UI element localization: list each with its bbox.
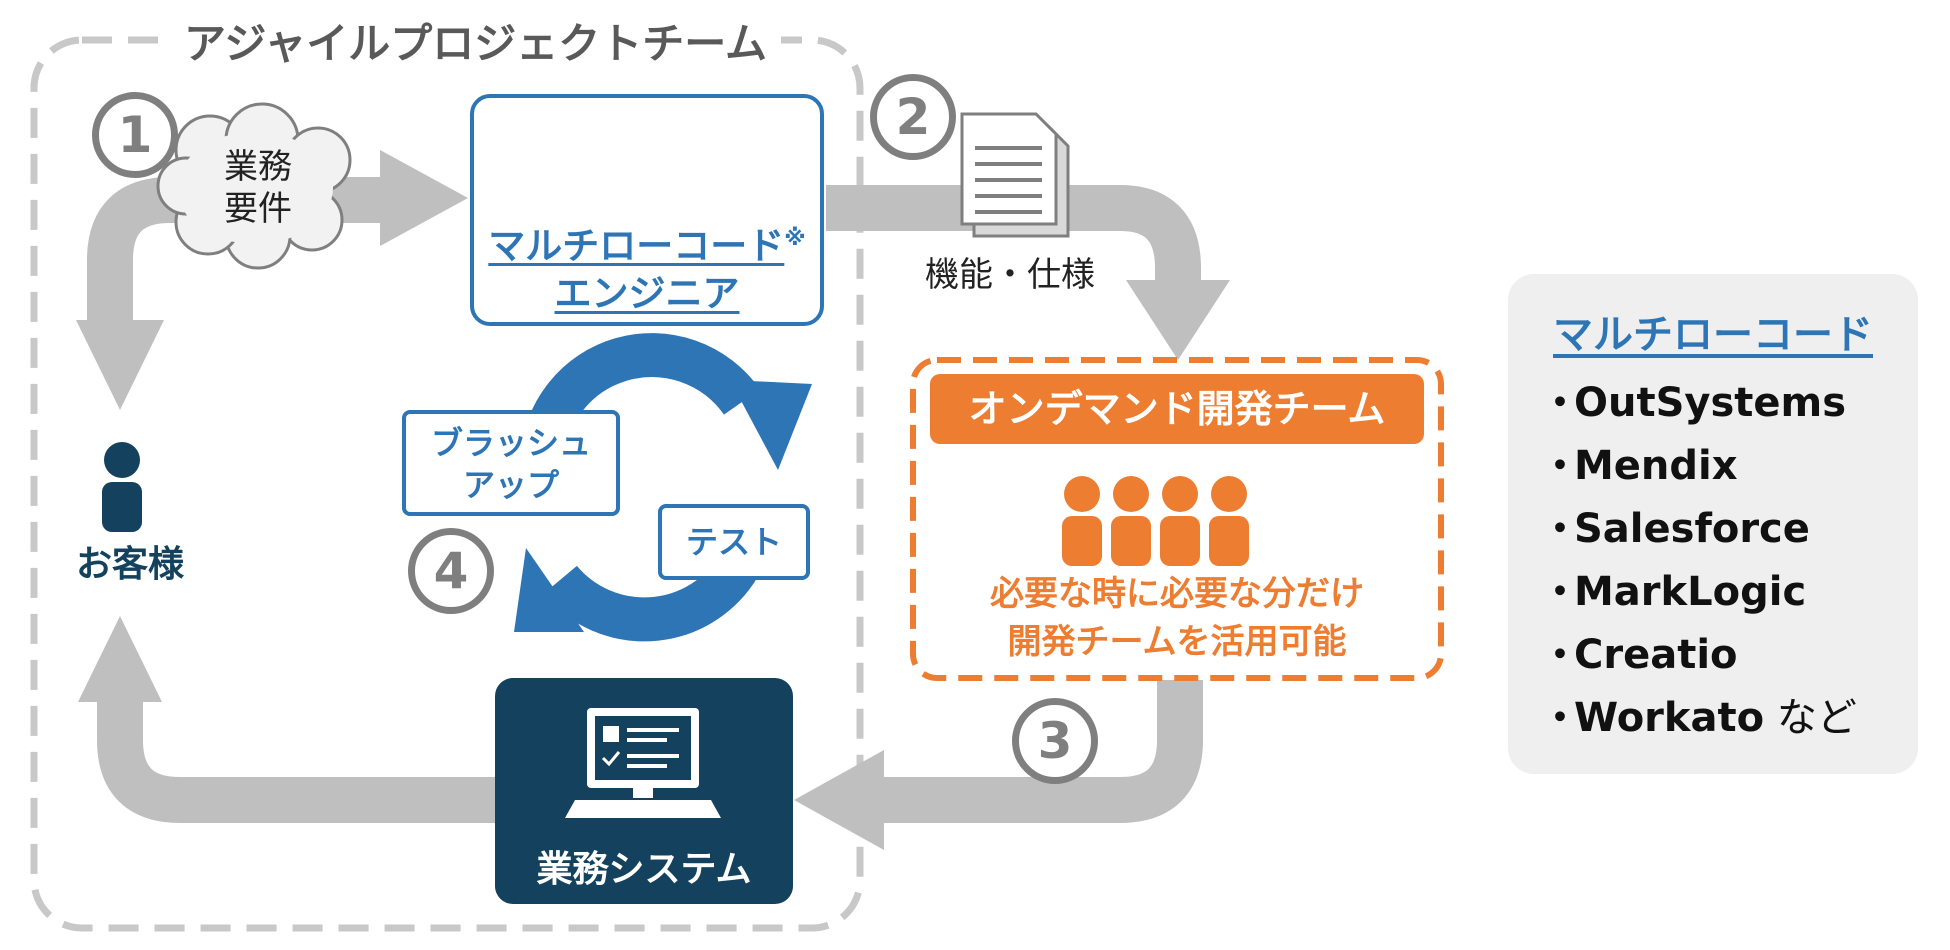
test-box: テスト (658, 504, 810, 580)
engineer-footnote-mark: ※ (784, 226, 806, 251)
engineer-line2: エンジニア (554, 272, 740, 316)
arrowhead-to-ondemand (1126, 280, 1230, 360)
step-3-badge: 3 (1012, 698, 1098, 784)
document-icon (960, 112, 1070, 238)
platform-name: Mendix (1574, 443, 1738, 489)
arrowhead-to-engineer (380, 150, 468, 246)
business-system-box (495, 678, 793, 904)
brushup-box: ブラッシュ アップ (402, 410, 620, 516)
brushup-line1: ブラッシュ (430, 424, 591, 462)
engineer-label: マルチローコード※ エンジニア (470, 215, 824, 318)
cycle-arrowhead-bottom (514, 548, 584, 632)
business-system-label: 業務システム (536, 849, 752, 890)
arrow-engineer-to-ondemand (826, 185, 1201, 290)
platform-item: ・OutSystems (1540, 372, 1857, 435)
platform-name: OutSystems (1574, 380, 1847, 426)
ondemand-title: オンデマンド開発チーム (930, 374, 1424, 444)
arrowhead-to-system (794, 750, 884, 850)
brushup-line2: アップ (462, 466, 559, 504)
arrowhead-to-customer (76, 320, 164, 410)
engineer-line1: マルチローコード (488, 224, 785, 268)
ondemand-desc-line2: 開発チームを活用可能 (1007, 622, 1347, 662)
platform-item: ・MarkLogic (1540, 561, 1857, 624)
platform-name: MarkLogic (1574, 569, 1807, 615)
platform-name: Creatio (1574, 632, 1738, 678)
platform-item: ・Creatio (1540, 624, 1857, 687)
step-2-badge: 2 (870, 74, 956, 160)
computer-icon (565, 708, 721, 818)
spec-label: 機能・仕様 (925, 255, 1095, 295)
platform-item: ・Mendix (1540, 435, 1857, 498)
agile-team-container (30, 36, 864, 932)
bullet: ・ (1540, 569, 1580, 615)
bullet: ・ (1540, 380, 1580, 426)
cloud-icon (156, 102, 352, 270)
arrowhead-to-customer-bottom (78, 616, 162, 702)
customer-label: お客様 (75, 544, 184, 585)
platform-name: Workato (1574, 695, 1765, 741)
platform-panel-title-text: マルチローコード (1553, 312, 1873, 358)
ondemand-people-icon (1062, 476, 1249, 566)
bullet: ・ (1540, 506, 1580, 552)
cycle-arrowhead-top (730, 380, 812, 470)
platform-list: ・OutSystems ・Mendix ・Salesforce ・MarkLog… (1540, 372, 1857, 750)
ondemand-description: 必要な時に必要な分だけ 開発チームを活用可能 (930, 570, 1424, 666)
platform-panel-title: マルチローコード (1508, 302, 1918, 360)
requirements-label: 業務 要件 (198, 146, 318, 230)
step-1-badge: 1 (92, 92, 178, 178)
customer-person-icon (102, 442, 142, 532)
platform-panel (1508, 274, 1918, 774)
ondemand-desc-line1: 必要な時に必要な分だけ (990, 574, 1364, 614)
agile-team-title: アジャイルプロジェクトチーム (170, 14, 781, 74)
platform-suffix: など (1764, 695, 1857, 741)
requirements-line1: 業務 (224, 147, 292, 187)
bullet: ・ (1540, 632, 1580, 678)
platform-item: ・Workato など (1540, 687, 1857, 750)
bullet: ・ (1540, 695, 1580, 741)
platform-item: ・Salesforce (1540, 498, 1857, 561)
ondemand-container (910, 357, 1444, 681)
requirements-line2: 要件 (224, 189, 292, 229)
bullet: ・ (1540, 443, 1580, 489)
arrow-system-to-customer (97, 700, 496, 823)
engineer-box (470, 94, 824, 326)
step-4-badge: 4 (408, 528, 494, 614)
platform-name: Salesforce (1574, 506, 1810, 552)
arrow-ondemand-to-system (880, 680, 1203, 823)
